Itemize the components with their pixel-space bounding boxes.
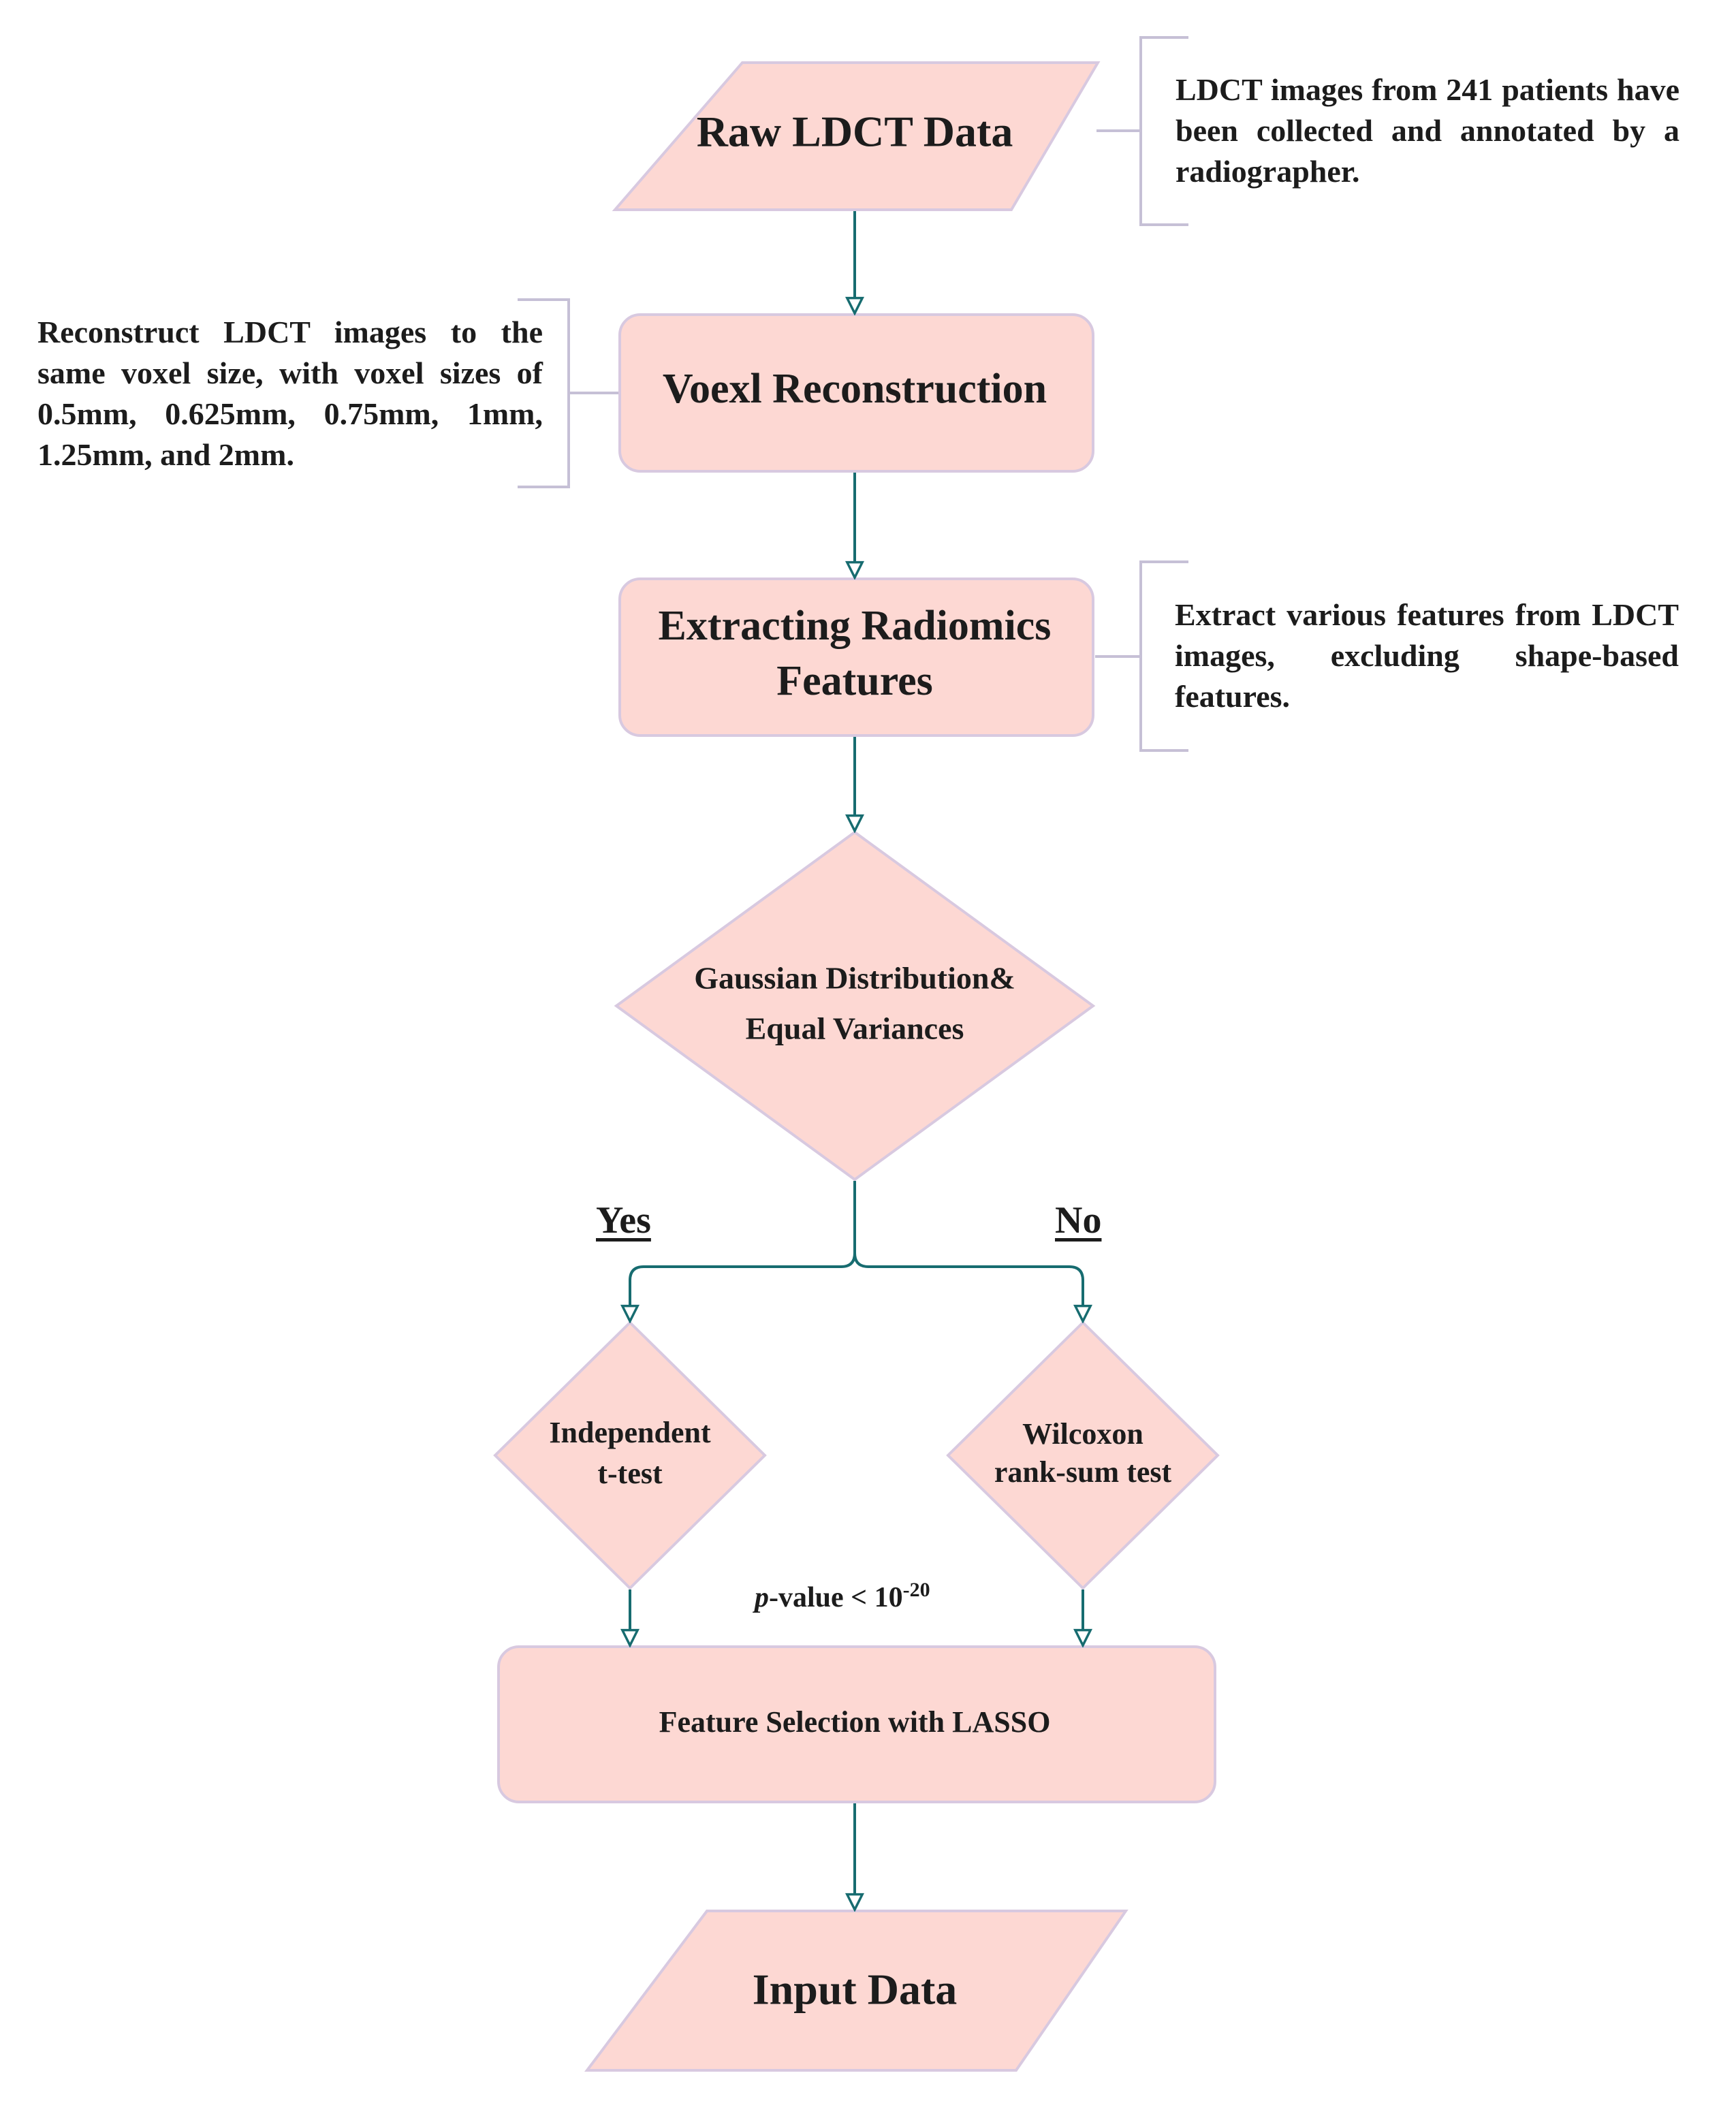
ttest-node	[493, 1321, 767, 1590]
ttest-label-line1: Independent	[549, 1416, 711, 1449]
ttest-label-line2: t-test	[597, 1457, 663, 1490]
extract-features-label-line2: Features	[776, 658, 933, 704]
extract-features-label-line1: Extracting Radiomics	[659, 603, 1052, 649]
raw-data-note-bracket	[1096, 36, 1188, 226]
p-value-symbol: p	[755, 1582, 769, 1613]
raw-data-node	[612, 61, 1101, 211]
p-value-threshold: p-value < 10-20	[755, 1579, 930, 1614]
features-note: Extract various features from LDCT image…	[1175, 597, 1679, 714]
arrow-yes-branch	[630, 1252, 856, 1321]
p-value-exponent: -20	[902, 1579, 930, 1601]
lasso-label: Feature Selection with LASSO	[659, 1705, 1051, 1739]
wilcoxon-label-line1: Wilcoxon	[1022, 1417, 1143, 1451]
voxel-note-bracket	[518, 298, 618, 488]
wilcoxon-node	[946, 1321, 1220, 1590]
voxel-reconstruction-label: Voexl Reconstruction	[663, 366, 1047, 412]
wilcoxon-label-line2: rank-sum test	[994, 1455, 1172, 1489]
lasso-node	[497, 1645, 1216, 1803]
gaussian-decision-label-line1: Gaussian Distribution&	[694, 961, 1015, 996]
yes-branch-label: Yes	[596, 1199, 651, 1242]
arrow-no-branch	[853, 1252, 1083, 1321]
gaussian-decision-label-line2: Equal Variances	[746, 1011, 964, 1046]
input-data-label: Input Data	[753, 1965, 958, 2014]
raw-data-note: LDCT images from 241 patients have been …	[1175, 72, 1679, 189]
input-data-node	[584, 1910, 1129, 2072]
p-value-text: -value < 10	[769, 1582, 903, 1613]
voxel-note: Reconstruct LDCT images to the same voxe…	[37, 315, 543, 472]
features-note-bracket	[1095, 560, 1188, 752]
raw-data-label: Raw LDCT Data	[697, 108, 1013, 156]
no-branch-label: No	[1055, 1199, 1102, 1242]
gaussian-decision-node	[614, 830, 1096, 1182]
